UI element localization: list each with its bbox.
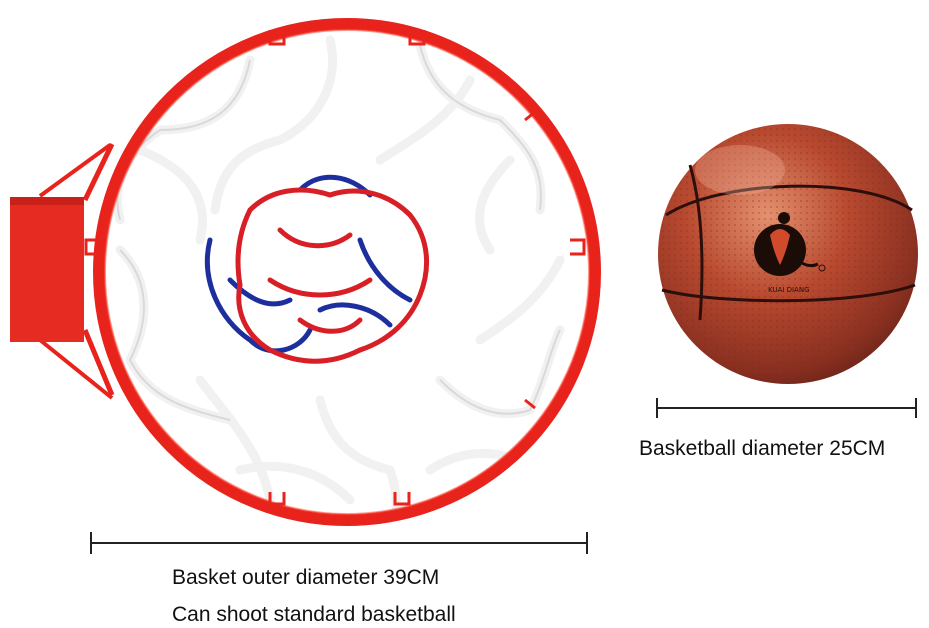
ball-diameter-caption: Basketball diameter 25CM bbox=[639, 437, 886, 460]
hoop-net-red bbox=[235, 187, 430, 364]
hoop-rim bbox=[93, 18, 601, 526]
hoop-diameter-caption: Basket outer diameter 39CM bbox=[172, 566, 440, 589]
hoop-backplate bbox=[10, 142, 115, 400]
hoop-net-white bbox=[112, 35, 565, 520]
rim-net-hooks bbox=[84, 30, 586, 506]
basketball-player-logo-icon bbox=[754, 212, 819, 276]
svg-text:KUAI DIANG: KUAI DIANG bbox=[768, 286, 810, 294]
hoop-net-white-thin bbox=[116, 44, 561, 421]
basketball: KUAI DIANG bbox=[658, 124, 918, 384]
ball-dimension-line bbox=[656, 398, 917, 418]
hoop-dimension-line bbox=[90, 532, 588, 554]
hoop-note-caption: Can shoot standard basketball bbox=[172, 603, 456, 626]
hoop-net-blue bbox=[204, 174, 413, 354]
